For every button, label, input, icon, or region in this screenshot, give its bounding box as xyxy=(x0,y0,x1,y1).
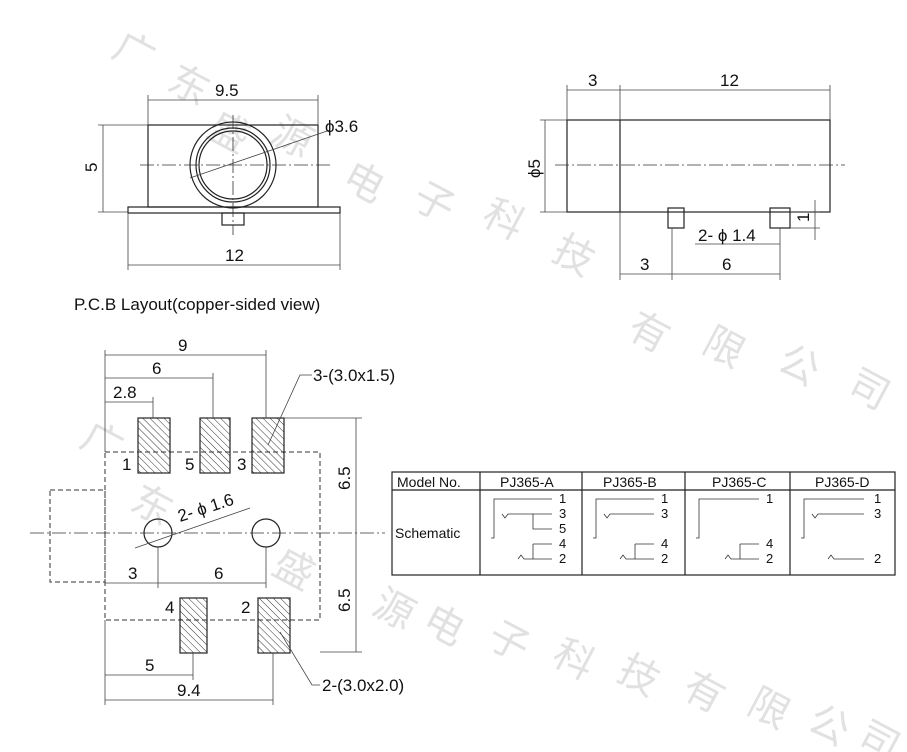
watermark-char: 源 xyxy=(263,108,320,167)
watermark-char: 东 xyxy=(160,56,217,115)
watermark-char: 司 xyxy=(840,360,897,419)
pad-4 xyxy=(179,597,208,654)
watermark-char: 东 xyxy=(123,476,180,535)
dim-6: 6 xyxy=(152,359,161,378)
pad-label: 4 xyxy=(165,598,174,617)
watermark-char: 科 xyxy=(545,630,602,689)
watermark-char: 电 xyxy=(415,596,472,655)
header-pj365-d: PJ365-D xyxy=(815,474,869,490)
watermark-char: 盛 xyxy=(200,103,257,162)
pad-label: 2 xyxy=(241,598,250,617)
dim-width: 9.5 xyxy=(215,81,239,100)
pin-label: 1 xyxy=(661,491,668,506)
holes-note: 2- ϕ 1.6 xyxy=(175,490,236,526)
front-view: 9.5 5 ϕ3.6 12 xyxy=(82,81,358,270)
header-pj365-c: PJ365-C xyxy=(712,474,766,490)
pcb-title: P.C.B Layout(copper-sided view) xyxy=(74,295,320,314)
watermark-char: 限 xyxy=(740,679,797,738)
pin-label: 4 xyxy=(661,536,668,551)
watermark-char: 技 xyxy=(545,226,602,285)
dim-length: 12 xyxy=(720,71,739,90)
watermark-char: 技 xyxy=(610,646,667,705)
header-pj365-a: PJ365-A xyxy=(500,474,554,490)
pin-label: 1 xyxy=(559,491,566,506)
pin-label: 5 xyxy=(559,521,566,536)
row-schematic: Schematic xyxy=(395,525,460,541)
dim-2-8: 2.8 xyxy=(113,383,137,402)
watermark-char: 有 xyxy=(620,303,677,362)
dim-pin-spacing: 6 xyxy=(722,255,731,274)
dim-pin-offset: 3 xyxy=(640,255,649,274)
dim-3: 3 xyxy=(128,564,137,583)
dim-9-4: 9.4 xyxy=(177,681,201,700)
dim-diameter: ϕ3.6 xyxy=(325,117,358,136)
dim-pins: 2- ϕ 1.4 xyxy=(698,226,756,245)
pad-3 xyxy=(251,417,285,474)
dim-5: 5 xyxy=(145,656,154,675)
dim-height: 5 xyxy=(82,163,101,172)
pad-2 xyxy=(257,597,291,654)
header-model: Model No. xyxy=(397,474,461,490)
schematics xyxy=(491,498,864,560)
pin-label: 3 xyxy=(661,506,668,521)
dim-pin-height: 1 xyxy=(794,213,813,222)
pin-label: 4 xyxy=(559,536,566,551)
watermark-char: 有 xyxy=(675,663,732,722)
pin-label: 3 xyxy=(874,506,881,521)
pad-label: 3 xyxy=(237,455,246,474)
dim-front: 3 xyxy=(588,71,597,90)
pin-label: 1 xyxy=(766,491,773,506)
pad-5 xyxy=(199,417,231,474)
watermark-char: 盛 xyxy=(265,540,322,599)
pin-label: 3 xyxy=(559,506,566,521)
model-table: Model No. PJ365-A PJ365-B PJ365-C PJ365-… xyxy=(391,471,896,576)
pad-1 xyxy=(137,417,171,474)
watermark-char: 公 xyxy=(770,336,827,395)
pin-label: 2 xyxy=(874,551,881,566)
dim-6-5-top: 6.5 xyxy=(335,466,354,490)
top-pads-note: 3-(3.0x1.5) xyxy=(313,366,395,385)
pad-label: 5 xyxy=(185,455,194,474)
watermark-char: 源 xyxy=(365,580,422,639)
watermark-char: 广 xyxy=(105,23,162,82)
pin-label: 2 xyxy=(766,551,773,566)
dim-base: 12 xyxy=(225,246,244,265)
pin-label: 1 xyxy=(874,491,881,506)
dim-6-5-bottom: 6.5 xyxy=(335,588,354,612)
header-pj365-b: PJ365-B xyxy=(603,474,657,490)
pcb-layout: 1 5 3 4 2 9 6 2.8 3-(3.0x1.5) 6.5 6.5 2-… xyxy=(30,336,404,705)
watermark-char: 电 xyxy=(335,153,392,212)
pin-label: 4 xyxy=(766,536,773,551)
watermark-char: 限 xyxy=(695,318,752,377)
watermark-char: 科 xyxy=(475,190,532,249)
pin-label: 2 xyxy=(559,551,566,566)
watermark-char: 子 xyxy=(480,612,537,671)
dim-diameter: ϕ5 xyxy=(525,159,544,178)
side-view: 3 12 ϕ5 2- ϕ 1.4 3 6 1 xyxy=(525,71,845,280)
dim-6b: 6 xyxy=(214,564,223,583)
watermark-char: 司 xyxy=(850,712,907,752)
watermark-char: 公 xyxy=(800,696,857,752)
watermark-char: 子 xyxy=(405,173,462,232)
bottom-pads-note: 2-(3.0x2.0) xyxy=(322,676,404,695)
pin-label: 2 xyxy=(661,551,668,566)
dim-9: 9 xyxy=(178,336,187,355)
pad-label: 1 xyxy=(122,455,131,474)
